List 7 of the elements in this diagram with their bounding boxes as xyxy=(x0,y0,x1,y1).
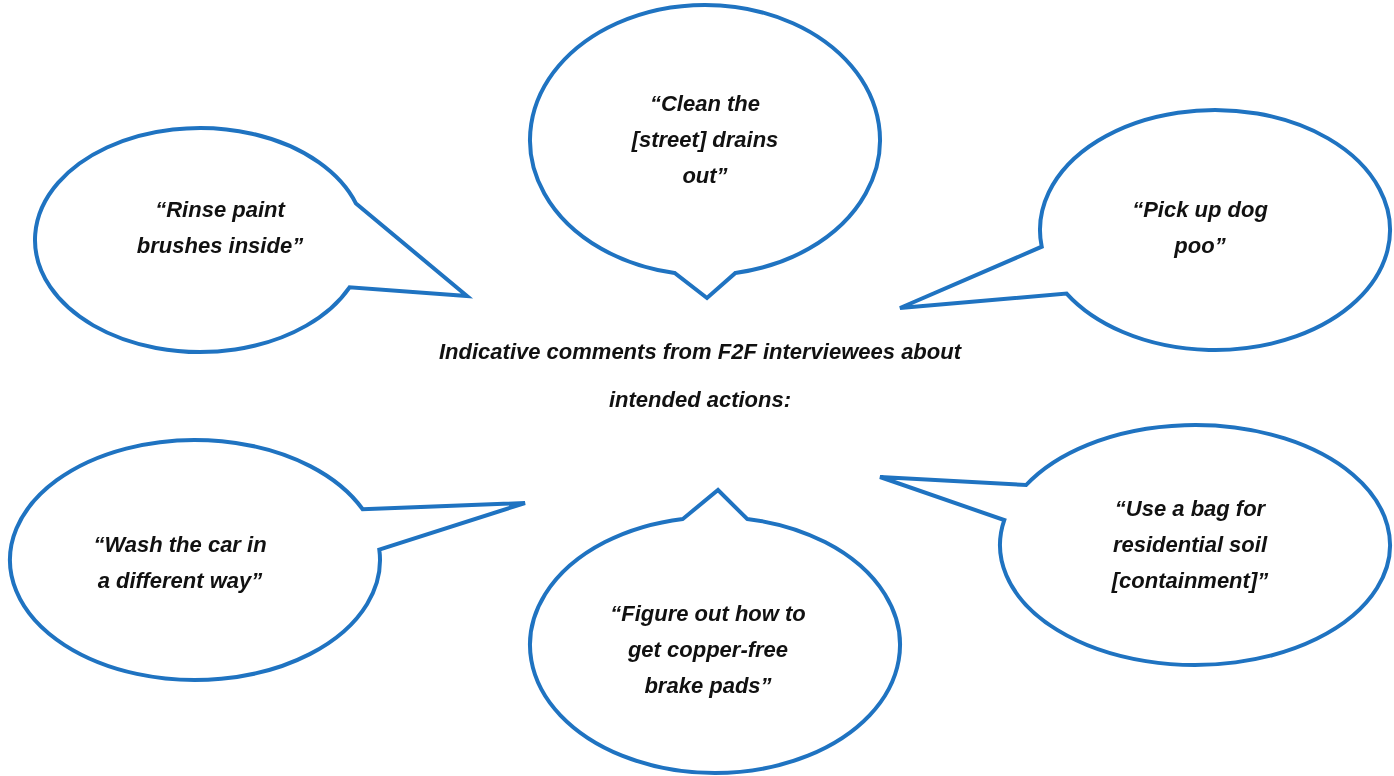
quote-text: “Wash the car in a different way” xyxy=(92,531,268,595)
quote-text: “Clean the [street] drains out” xyxy=(630,90,780,190)
quote-text: “Figure out how to get copper-free brake pads” xyxy=(609,600,807,700)
quote-text: “Pick up dog poo” xyxy=(1131,196,1269,260)
quote-text: “Use a bag for residential soil [containment]” xyxy=(1110,495,1270,595)
heading-text: Indicative comments from F2F interviewees about intended actions: xyxy=(438,338,963,414)
quote-text: “Rinse paint brushes inside” xyxy=(135,196,305,260)
